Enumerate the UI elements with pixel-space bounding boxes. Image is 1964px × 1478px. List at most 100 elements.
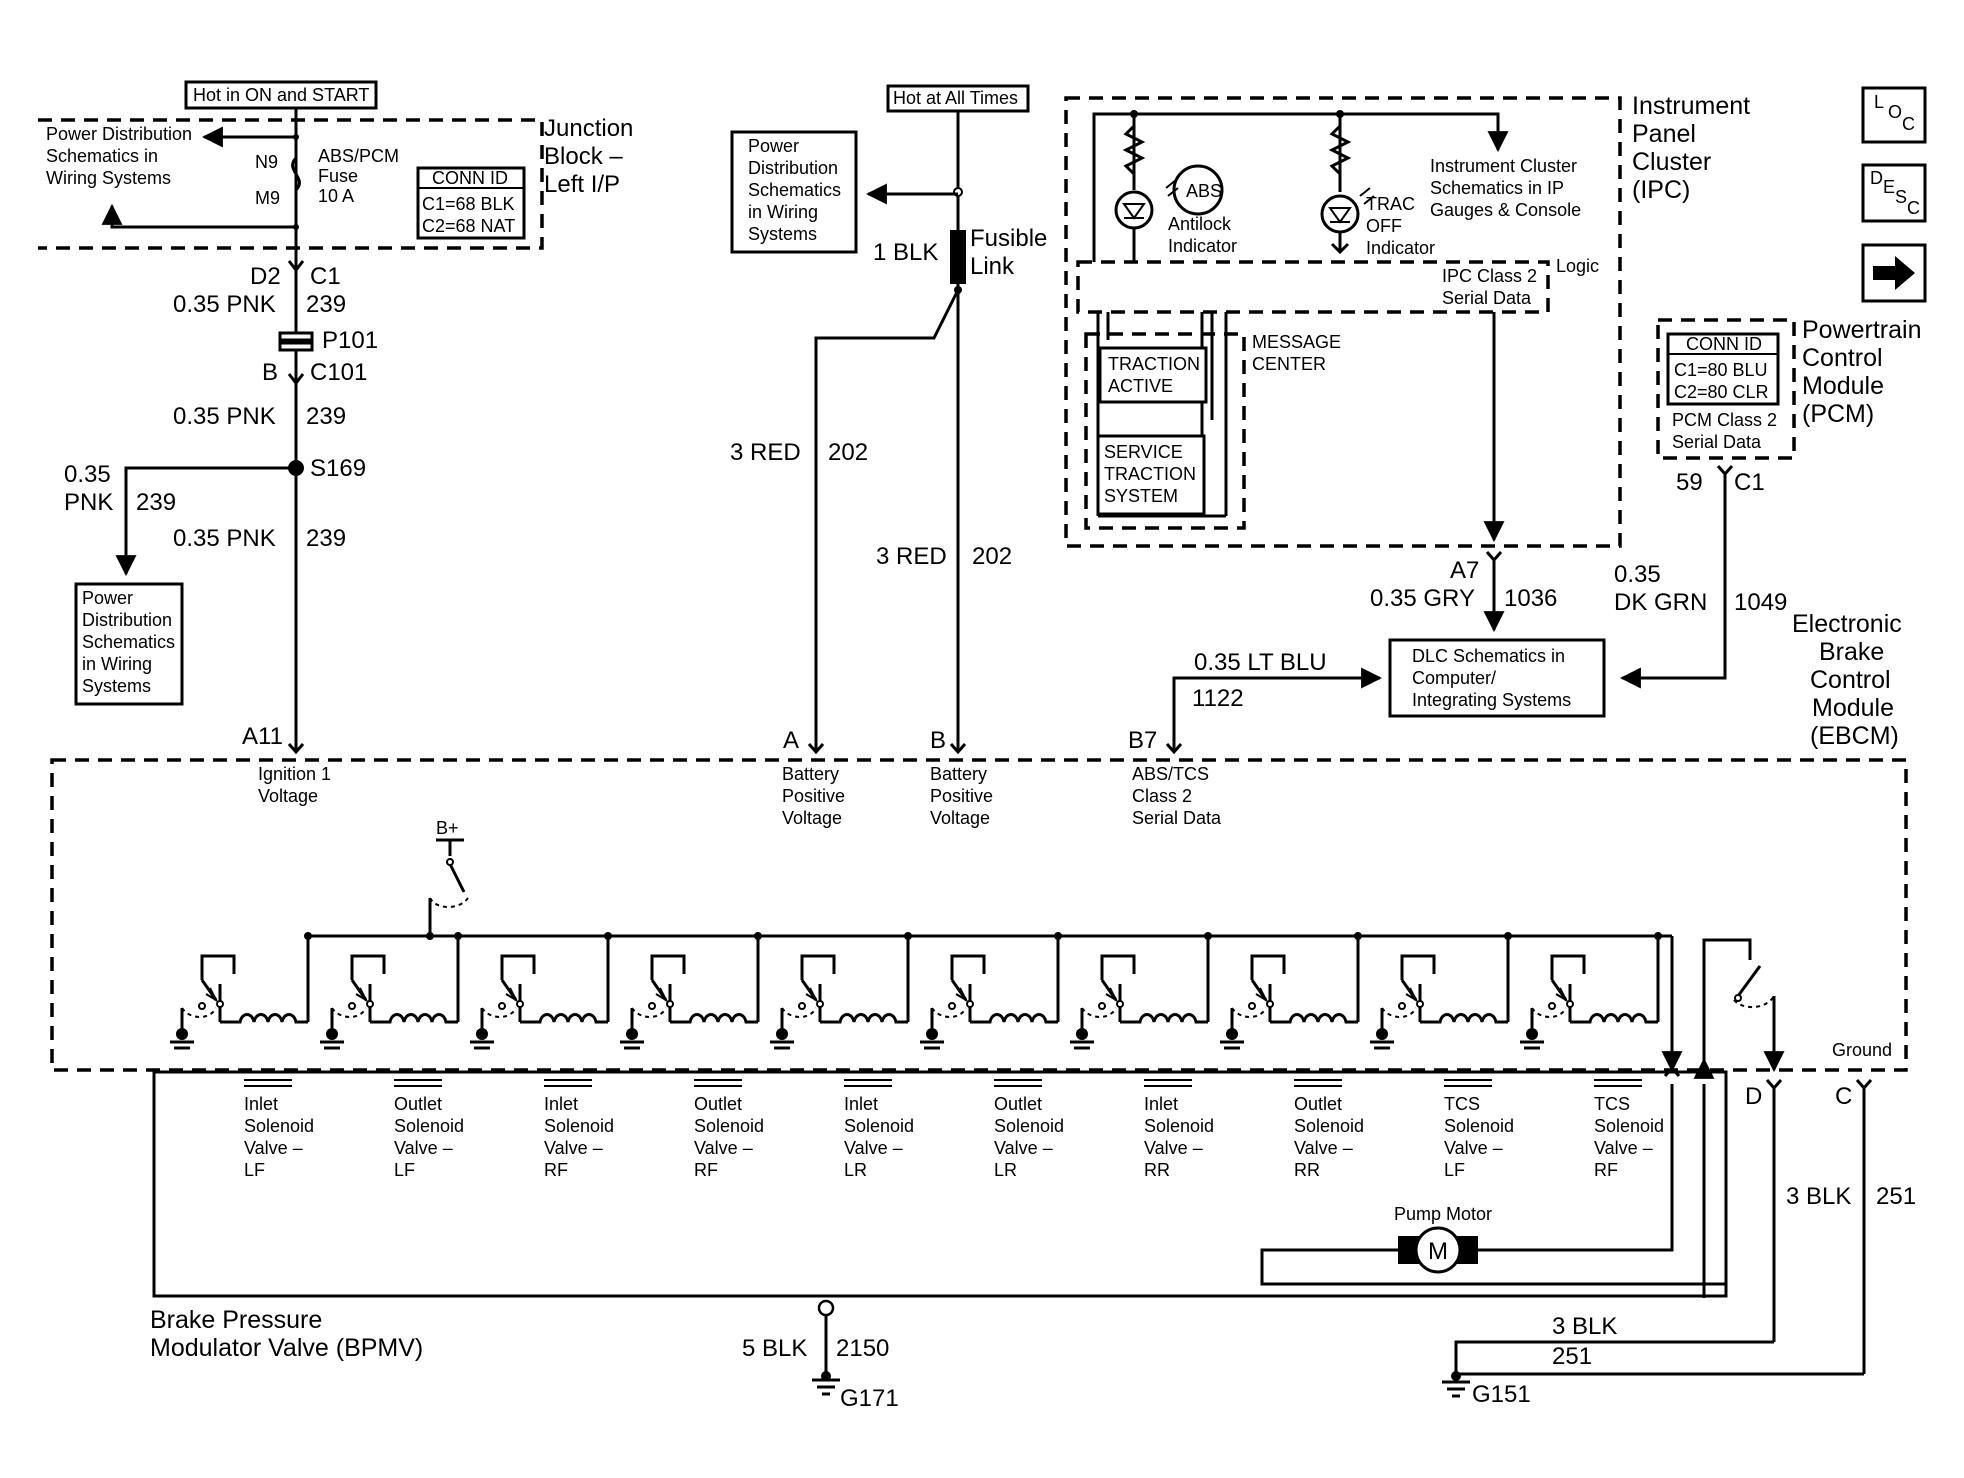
trac-off-lamp-icon — [1320, 194, 1360, 234]
svg-text:202: 202 — [828, 439, 868, 466]
svg-text:Solenoid: Solenoid — [844, 1116, 914, 1136]
svg-text:ABS: ABS — [1186, 181, 1222, 201]
svg-text:Antilock: Antilock — [1168, 214, 1232, 234]
svg-text:C: C — [1835, 1083, 1852, 1110]
svg-text:TRACTION: TRACTION — [1108, 354, 1200, 374]
svg-text:P101: P101 — [322, 327, 378, 354]
svg-text:Class 2: Class 2 — [1132, 786, 1192, 806]
svg-text:Integrating Systems: Integrating Systems — [1412, 690, 1571, 710]
next-page-button[interactable] — [1861, 243, 1927, 303]
svg-text:Schematics in: Schematics in — [46, 146, 158, 166]
ignition-circuit: D2 C1 0.35 PNK 239 P101 B C101 0.35 PNK … — [64, 240, 378, 806]
svg-text:Junction: Junction — [544, 115, 633, 142]
svg-text:Indicator: Indicator — [1366, 238, 1435, 258]
svg-text:Voltage: Voltage — [782, 808, 842, 828]
svg-text:B: B — [930, 727, 946, 754]
svg-text:C1: C1 — [310, 263, 341, 290]
svg-text:0.35 PNK: 0.35 PNK — [173, 525, 276, 552]
loc-button[interactable]: L O C — [1861, 86, 1927, 144]
svg-text:Gauges & Console: Gauges & Console — [1430, 200, 1581, 220]
svg-text:Valve –: Valve – — [1444, 1138, 1503, 1158]
svg-text:Valve –: Valve – — [694, 1138, 753, 1158]
svg-text:Serial Data: Serial Data — [1132, 808, 1222, 828]
solenoid-driver-2 — [320, 932, 462, 1050]
solenoid-driver-4 — [620, 932, 762, 1050]
svg-text:RR: RR — [1144, 1160, 1170, 1180]
solenoid-driver-8 — [1220, 932, 1362, 1050]
svg-text:Solenoid: Solenoid — [994, 1116, 1064, 1136]
battery-circuit: Hot at All Times Power Distribution Sche… — [730, 84, 1047, 828]
powertrain-control-module: Powertrain Control Module (PCM) CONN ID … — [1614, 316, 1922, 689]
svg-text:Solenoid: Solenoid — [544, 1116, 614, 1136]
ground-icon — [1442, 1371, 1470, 1398]
svg-text:Fusible: Fusible — [970, 225, 1047, 252]
svg-text:L: L — [1874, 92, 1884, 112]
svg-text:Positive: Positive — [782, 786, 845, 806]
svg-text:D2: D2 — [250, 263, 281, 290]
fuse-icon — [291, 156, 301, 192]
svg-text:in Wiring: in Wiring — [82, 654, 152, 674]
svg-text:TRAC: TRAC — [1366, 194, 1415, 214]
solenoid-driver-9 — [1370, 932, 1512, 1050]
svg-text:DK GRN: DK GRN — [1614, 589, 1707, 616]
ground-icon — [470, 1028, 494, 1050]
svg-text:Ignition 1: Ignition 1 — [258, 764, 331, 784]
svg-text:Voltage: Voltage — [930, 808, 990, 828]
svg-text:Power: Power — [82, 588, 133, 608]
svg-text:Valve –: Valve – — [1144, 1138, 1203, 1158]
svg-text:D: D — [1870, 168, 1883, 188]
svg-text:DLC Schematics in: DLC Schematics in — [1412, 646, 1565, 666]
svg-text:0.35 LT BLU: 0.35 LT BLU — [1194, 649, 1327, 676]
svg-text:Computer/: Computer/ — [1412, 668, 1496, 688]
svg-text:OFF: OFF — [1366, 216, 1402, 236]
solenoid-coil-icon — [1420, 1013, 1508, 1024]
svg-text:Powertrain: Powertrain — [1802, 316, 1922, 344]
svg-text:M9: M9 — [255, 188, 280, 208]
desc-button[interactable]: D E S C — [1861, 163, 1927, 223]
svg-text:10 A: 10 A — [318, 186, 354, 206]
solenoid-coil-icon — [970, 1013, 1058, 1024]
svg-text:Brake: Brake — [1819, 638, 1884, 666]
svg-text:2150: 2150 — [836, 1335, 889, 1362]
svg-text:202: 202 — [972, 543, 1012, 570]
svg-text:0.35 PNK: 0.35 PNK — [173, 291, 276, 318]
solenoid-driver-1 — [170, 932, 312, 1050]
svg-text:239: 239 — [306, 525, 346, 552]
resistor-icon — [1122, 124, 1146, 176]
svg-text:C: C — [1902, 114, 1915, 134]
pump-motor-icon — [1414, 1226, 1462, 1274]
svg-text:Module: Module — [1802, 372, 1884, 400]
svg-text:PNK: PNK — [64, 489, 113, 516]
svg-text:Modulator Valve (BPMV): Modulator Valve (BPMV) — [150, 1334, 423, 1362]
solenoid-coil-icon — [370, 1013, 458, 1024]
svg-text:Power: Power — [748, 136, 799, 156]
svg-text:0.35: 0.35 — [1614, 561, 1661, 588]
svg-text:0.35: 0.35 — [64, 461, 111, 488]
ground-icon — [1370, 1028, 1394, 1050]
svg-text:N9: N9 — [255, 152, 278, 172]
solenoid-driver-3 — [470, 932, 612, 1050]
solenoid-driver-5 — [770, 932, 912, 1050]
svg-text:Control: Control — [1810, 666, 1891, 694]
svg-text:Valve –: Valve – — [544, 1138, 603, 1158]
p101-connector-icon — [278, 331, 314, 352]
svg-text:Positive: Positive — [930, 786, 993, 806]
svg-text:TRACTION: TRACTION — [1104, 464, 1196, 484]
instrument-panel-cluster: Instrument Panel Cluster (IPC) ABS Antil… — [1064, 92, 1750, 633]
svg-text:Systems: Systems — [748, 224, 817, 244]
svg-text:Valve –: Valve – — [394, 1138, 453, 1158]
svg-text:Battery: Battery — [782, 764, 839, 784]
svg-text:Serial Data: Serial Data — [1442, 288, 1532, 308]
svg-text:CONN ID: CONN ID — [1686, 334, 1762, 354]
svg-text:Systems: Systems — [82, 676, 151, 696]
svg-text:S169: S169 — [310, 455, 366, 482]
svg-text:59: 59 — [1676, 469, 1703, 496]
svg-text:TCS: TCS — [1444, 1094, 1480, 1114]
ground-g171: 5 BLK 2150 G171 — [742, 1299, 899, 1412]
svg-text:3 BLK: 3 BLK — [1552, 1313, 1617, 1340]
svg-text:G171: G171 — [840, 1385, 899, 1412]
svg-text:239: 239 — [136, 489, 176, 516]
